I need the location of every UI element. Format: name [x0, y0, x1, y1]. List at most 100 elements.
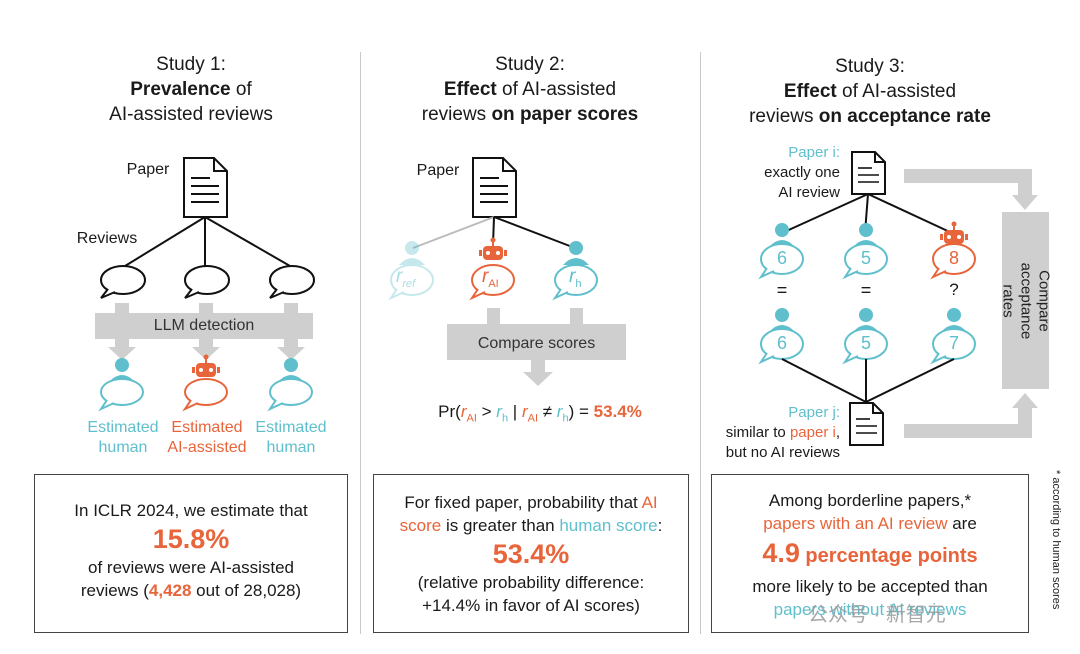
score-top-1: 6 — [776, 248, 787, 268]
llm-detection-label: LLM detection — [153, 317, 255, 334]
study2-title: Study 2: Effect of AI-assisted reviews o… — [390, 52, 670, 127]
review-bubble-icon — [100, 265, 146, 299]
study1-title-bold: Prevalence — [130, 79, 231, 100]
study2-title-rest: of AI-assisted — [496, 79, 617, 100]
paper-icon — [183, 157, 228, 218]
review-bubble-icon — [269, 265, 315, 299]
study2-diagram — [388, 157, 626, 386]
study1-box-l4num: 4,428 — [148, 581, 192, 600]
study3-box-line4: more likely to be accepted than — [752, 577, 988, 596]
study3-title-rest: of AI-assisted — [836, 81, 957, 102]
formula-neq: ≠ — [538, 402, 557, 421]
est3-line2: human — [266, 439, 316, 456]
r-ref-label: rref — [396, 266, 415, 290]
formula-rai1: r — [460, 402, 467, 421]
study3-title-l3: reviews — [749, 106, 819, 127]
paper-icon — [849, 402, 884, 446]
eq-1: = — [776, 280, 788, 300]
est1-line2: human — [98, 439, 148, 456]
r-h-sub: h — [575, 277, 582, 290]
formula-close: ) = — [568, 402, 594, 421]
study1-box-line4: reviews (4,428 out of 28,028) — [35, 579, 347, 602]
est2-line2: AI-assisted — [167, 439, 247, 456]
formula-value: 53.4% — [593, 402, 642, 421]
compare-acceptance-text: Compare acceptance rates — [999, 262, 1053, 339]
study1-box-line1: In ICLR 2024, we estimate that — [74, 501, 308, 520]
human-reviewer-icon — [552, 241, 598, 301]
study3-box-line1: Among borderline papers,* — [768, 491, 972, 510]
ai-robot-icon — [182, 354, 228, 412]
score-top-2: 5 — [860, 248, 871, 268]
score-bot-2: 5 — [860, 333, 871, 353]
formula-gt: > — [476, 402, 497, 421]
formula-rai2: r — [521, 402, 528, 421]
est3-line1: Estimated — [255, 419, 327, 436]
formula-rh2: r — [556, 402, 563, 421]
est2-line1: Estimated — [171, 419, 243, 436]
formula-rh1: r — [496, 402, 502, 421]
r-ai-r: r — [482, 266, 489, 287]
human-reviewer-icon — [842, 308, 888, 365]
ai-robot-icon — [930, 221, 976, 280]
human-reviewer-icon — [758, 223, 804, 280]
r-h-r: r — [569, 266, 576, 287]
study2-box-l2c: : — [657, 516, 663, 535]
study3-title-l3-bold: on acceptance rate — [818, 106, 991, 127]
paper-j-l2a: similar to — [725, 424, 790, 441]
study3-box-big-rest: percentage points — [799, 545, 978, 567]
review-bubble-icon — [184, 265, 230, 299]
formula-rai1-sub: AI — [466, 412, 477, 425]
study3-result-box: Among borderline papers,* papers with an… — [711, 474, 1029, 633]
human-reviewer-icon — [267, 358, 313, 412]
score-bot-3: 7 — [948, 333, 959, 353]
study2-box-l1a: For fixed paper, probability that — [404, 493, 642, 512]
study3-box-l2: papers with an AI review — [763, 514, 948, 533]
study3-box-big-num: 4.9 — [762, 538, 800, 568]
estimated-human-label-3: Estimated human — [248, 418, 334, 458]
compare-scores-label: Compare scores — [477, 335, 596, 352]
study2-result-box: For fixed paper, probability that AI sco… — [373, 474, 689, 633]
formula-rh2-sub: h — [562, 412, 569, 425]
study1-box-line3: of reviews were AI-assisted — [88, 558, 294, 577]
study1-title-line3: AI-assisted reviews — [109, 104, 273, 125]
watermark: 公众号 · 新智元 — [808, 604, 946, 626]
study3-title-bold: Effect — [783, 81, 837, 102]
paper-j-l3: but no AI reviews — [725, 444, 840, 461]
formula-pr: Pr( — [438, 402, 461, 421]
estimated-human-label-1: Estimated human — [78, 418, 168, 458]
r-ai-sub: AI — [488, 277, 499, 290]
paper-icon — [472, 157, 517, 218]
paper-j-title: Paper j: — [788, 404, 840, 421]
paper-i-l2: exactly one — [764, 164, 840, 181]
formula-bar: | — [508, 402, 522, 421]
study2-box-l2b: is greater than — [441, 516, 560, 535]
study2-box-line4: (relative probability difference: — [417, 573, 645, 592]
study1-box-l4b: out of 28,028) — [191, 581, 302, 600]
paper-i-l3: AI review — [778, 184, 840, 201]
estimated-ai-label: Estimated AI-assisted — [160, 418, 254, 458]
study3-box-l2b: are — [947, 514, 977, 533]
study3-heading: Study 3: — [835, 56, 905, 77]
human-reviewer-icon — [758, 308, 804, 365]
study3-title: Study 3: Effect of AI-assisted reviews o… — [730, 54, 1010, 129]
reference-reviewer-icon — [388, 241, 434, 301]
study3-diagram — [758, 151, 1049, 446]
eq-2: = — [860, 280, 872, 300]
paper-j-l2b: paper i — [789, 424, 836, 441]
study1-paper-label: Paper — [126, 161, 170, 178]
human-reviewer-icon — [930, 308, 976, 365]
r-ai-label: rAI — [482, 266, 499, 290]
study2-title-l3: reviews — [421, 104, 492, 125]
ai-robot-icon — [469, 237, 515, 301]
formula-rh1-sub: h — [501, 412, 509, 425]
study1-box-l4a: reviews ( — [80, 581, 149, 600]
study1-title-rest: of — [230, 79, 252, 100]
study1-heading: Study 1: — [156, 54, 226, 75]
paper-icon — [851, 151, 886, 195]
paper-i-label: Paper i: exactly one AI review — [740, 143, 840, 203]
paper-j-l2c: , — [835, 424, 840, 441]
study2-box-l2a: score — [399, 516, 442, 535]
r-h-label: rh — [569, 266, 581, 290]
divider-1 — [360, 52, 361, 634]
human-reviewer-icon — [98, 358, 144, 412]
